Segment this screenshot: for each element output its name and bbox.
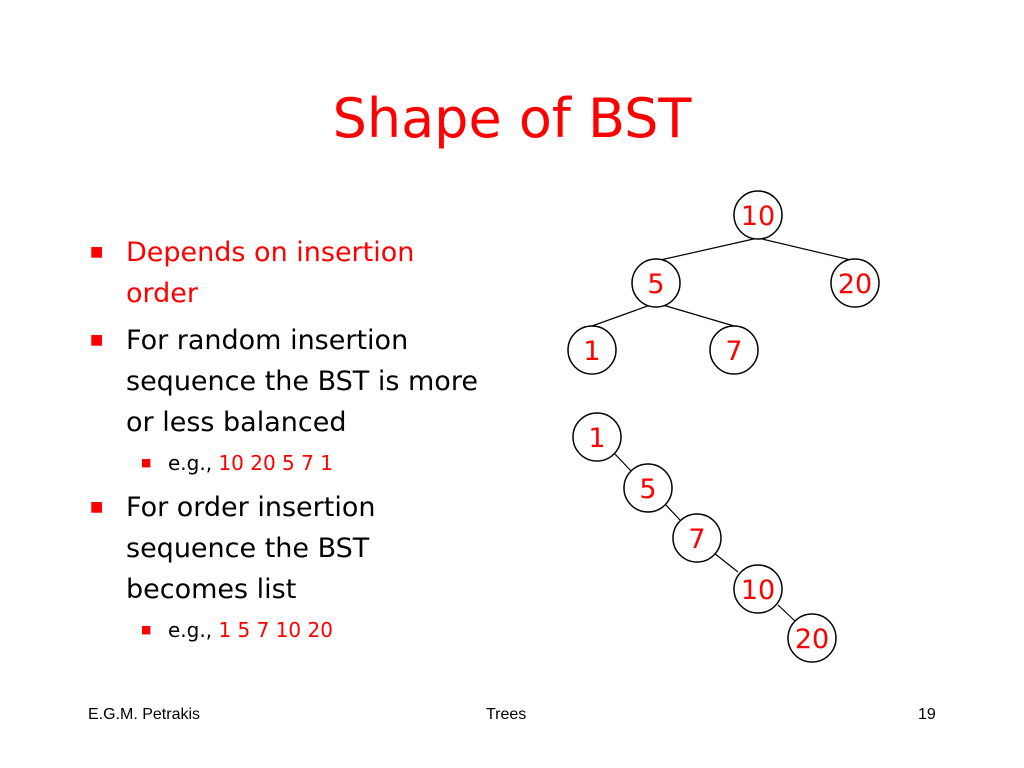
- slide-title: Shape of BST: [332, 87, 692, 150]
- sub-bullet-random-example: ■ e.g., 10 20 5 7 1: [88, 449, 488, 477]
- list-tree: [613, 452, 797, 623]
- example-sequence: 1 5 7 10 20: [218, 618, 333, 642]
- square-bullet-icon: ■: [90, 332, 104, 348]
- edge-5-7: [655, 302, 735, 327]
- square-bullet-icon: ■: [141, 456, 152, 469]
- edge-10-5: [655, 237, 759, 262]
- node-label: 10: [741, 575, 775, 606]
- bullet-depends-on-insertion: ■ Depends on insertion order: [88, 232, 488, 314]
- bullet-order-insertion: ■ For order insertion sequence the BST b…: [88, 487, 488, 610]
- node-label: 1: [588, 423, 605, 454]
- node-label: 5: [639, 474, 656, 505]
- node-label: 20: [838, 269, 872, 300]
- node-label: 7: [725, 336, 742, 367]
- balanced-tree-nodes: [567, 190, 880, 375]
- edge-10-20: [777, 604, 797, 623]
- square-bullet-icon: ■: [141, 623, 152, 636]
- tree-node: [733, 190, 783, 240]
- footer-topic: Trees: [486, 706, 527, 723]
- tree-node: [709, 325, 759, 375]
- edge-1-5: [613, 452, 633, 473]
- example-prefix: e.g.,: [168, 451, 213, 475]
- balanced-tree: [591, 237, 856, 327]
- node-label: 10: [741, 201, 775, 232]
- edge-7-10: [713, 552, 739, 573]
- bullet-text: For order insertion sequence the BST bec…: [126, 492, 376, 605]
- example-sequence: 10 20 5 7 1: [218, 451, 333, 475]
- tree-node: [623, 463, 673, 513]
- node-label: 1: [583, 336, 600, 367]
- square-bullet-icon: ■: [90, 244, 104, 260]
- tree-node: [572, 412, 622, 462]
- list-tree-nodes: [572, 412, 837, 663]
- square-bullet-icon: ■: [90, 499, 104, 515]
- bullet-list: ■ Depends on insertion order ■ For rando…: [88, 232, 488, 654]
- tree-node: [787, 613, 837, 663]
- tree-node: [672, 513, 722, 563]
- bullet-text: Depends on insertion order: [126, 237, 415, 309]
- tree-node: [830, 258, 880, 308]
- list-tree-labels: 1 5 7 10 20: [588, 423, 829, 655]
- footer-author: E.G.M. Petrakis: [88, 706, 201, 723]
- balanced-tree-labels: 10 5 20 1 7: [583, 201, 872, 367]
- bullet-random-insertion: ■ For random insertion sequence the BST …: [88, 320, 488, 443]
- tree-node: [567, 325, 617, 375]
- tree-node: [631, 258, 681, 308]
- edge-10-20: [757, 237, 856, 262]
- tree-node: [733, 564, 783, 614]
- node-label: 20: [795, 624, 829, 655]
- node-label: 7: [688, 524, 705, 555]
- edge-5-1: [591, 302, 657, 327]
- node-label: 5: [647, 269, 664, 300]
- footer-page-number: 19: [918, 706, 936, 723]
- edge-5-7: [663, 502, 681, 521]
- sub-bullet-order-example: ■ e.g., 1 5 7 10 20: [88, 616, 488, 644]
- example-prefix: e.g.,: [168, 618, 213, 642]
- bullet-text: For random insertion sequence the BST is…: [126, 325, 478, 438]
